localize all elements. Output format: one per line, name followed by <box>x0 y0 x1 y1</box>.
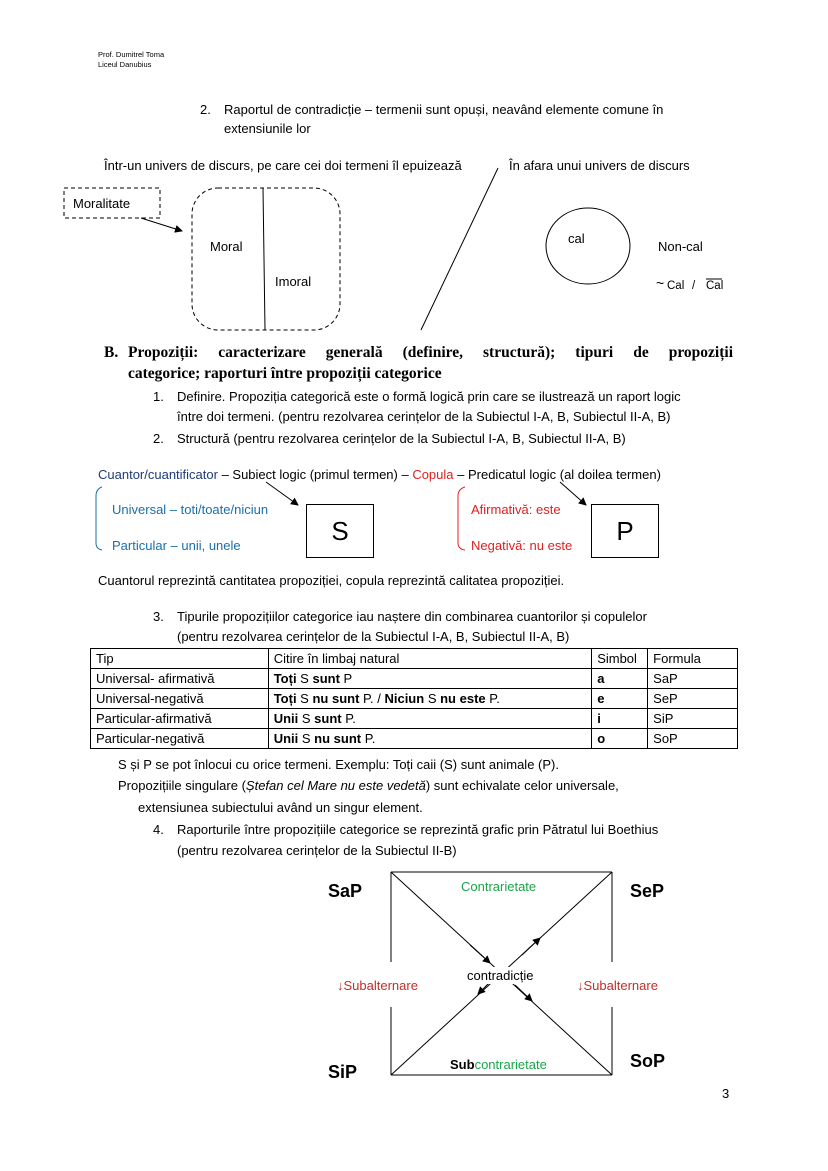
s-box: S <box>306 504 374 558</box>
row-simbol: a <box>591 668 649 689</box>
subalternare-right-label: ↓Subalternare <box>577 978 658 993</box>
neg-slash: / <box>692 280 696 292</box>
particular-label: Particular – unii, unele <box>112 538 241 553</box>
afirmativa-label: Afirmativă: este <box>471 502 561 517</box>
diag-arrow-1 <box>469 944 491 964</box>
header-citire: Citire în limbaj natural <box>267 648 593 669</box>
negativa-label: Negativă: nu este <box>471 538 573 553</box>
sectionB-letter: B. <box>104 344 119 361</box>
row-citire: Unii S nu sunt P. <box>267 728 593 749</box>
contrarietate-label: Contrarietate <box>461 879 537 894</box>
universe-right-caption: În afara unui univers de discurs <box>509 158 690 173</box>
moral-label: Moral <box>210 239 243 254</box>
header-simbol: Simbol <box>591 648 649 669</box>
square-number: 4. <box>153 822 164 837</box>
row-simbol: i <box>591 708 649 729</box>
types-number: 3. <box>153 609 164 624</box>
row-simbol: o <box>591 728 649 749</box>
section2-line1: Raportul de contradicție – termenii sunt… <box>224 102 664 117</box>
subalternare-left-label: ↓Subalternare <box>337 978 418 993</box>
sectionB-title-line2: categorice; raporturi între propoziții c… <box>128 365 442 382</box>
header-school: Liceul Danubius <box>98 60 152 69</box>
sectionB-title-line1: Propoziții: caracterizare generală (defi… <box>128 344 733 361</box>
row-formula: SoP <box>647 728 738 749</box>
table-header-row: Tip Citire în limbaj natural Simbol Form… <box>90 648 738 669</box>
moral-divider <box>262 187 266 331</box>
moralitate-label: Moralitate <box>73 196 131 211</box>
square-line1: Raporturile între propozițiile categoric… <box>177 822 659 837</box>
sap-label: SaP <box>328 881 363 901</box>
moral-region <box>191 187 341 331</box>
copula-label: Copula <box>412 467 454 482</box>
square-line2: (pentru rezolvarea cerințelor de la Subi… <box>177 843 457 858</box>
types-line1: Tipurile propozițiilor categorice iau na… <box>177 609 647 624</box>
universal-label: Universal – toti/toate/niciun <box>112 502 269 517</box>
row-tip: Universal-negativă <box>90 688 269 709</box>
diag-arrow-4 <box>514 984 533 1002</box>
quantifier-brace <box>95 486 103 551</box>
cuantor-label: Cuantor/cuantificator <box>98 467 218 482</box>
cal-label: cal <box>568 231 585 246</box>
structure-line: Cuantor/cuantificator – Subiect logic (p… <box>98 466 661 483</box>
predicate-arrow <box>559 481 587 506</box>
structure-dash1: – Subiect logic (primul termen) – <box>217 467 413 482</box>
page-number: 3 <box>722 1086 730 1101</box>
section2-number: 2. <box>200 102 211 117</box>
categorical-table: Tip Citire în limbaj natural Simbol Form… <box>90 648 738 749</box>
types-note3: extensiunea subiectului având un singur … <box>138 800 423 815</box>
row-simbol: e <box>591 688 649 709</box>
contradictie-label: contradicție <box>467 967 534 984</box>
row-tip: Particular-afirmativă <box>90 708 269 729</box>
subject-arrow <box>265 481 299 506</box>
row-formula: SaP <box>647 668 738 689</box>
moralitate-arrow <box>140 217 183 233</box>
structure-dash2: – Predicatul logic (al doilea termen) <box>453 467 661 482</box>
row-formula: SeP <box>647 688 738 709</box>
subcontrarietate-label: Subcontrarietate <box>450 1057 547 1072</box>
section2-line2: extensiunile lor <box>224 121 311 136</box>
tilde-sign: ~ <box>656 275 665 291</box>
universe-left-caption: Într-un univers de discurs, pe care cei … <box>104 158 462 173</box>
row-tip: Universal- afirmativă <box>90 668 269 689</box>
universe-separator <box>420 167 499 331</box>
row-formula: SiP <box>647 708 738 729</box>
neg-cal-label: Cal <box>667 280 685 292</box>
table-row: Universal-negativă Toți S nu sunt P. / N… <box>90 688 738 709</box>
types-note2: Propozițiile singulare (Ștefan cel Mare … <box>118 778 619 793</box>
row-citire: Unii S sunt P. <box>267 708 593 729</box>
cal-circle <box>545 207 631 285</box>
row-citire: Toți S sunt P <box>267 668 593 689</box>
types-line2: (pentru rezolvarea cerințelor de la Subi… <box>177 629 570 644</box>
item1-line2: între doi termeni. (pentru rezolvarea ce… <box>177 409 671 424</box>
item2-line1: Structură (pentru rezolvarea cerințelor … <box>177 431 626 446</box>
table-row: Universal- afirmativă Toți S sunt P a Sa… <box>90 668 738 689</box>
sip-label: SiP <box>328 1062 358 1082</box>
imoral-label: Imoral <box>275 274 312 289</box>
header-tip: Tip <box>90 648 269 669</box>
row-tip: Particular-negativă <box>90 728 269 749</box>
structure-summary: Cuantorul reprezintă cantitatea propoziț… <box>98 573 565 588</box>
p-box: P <box>591 504 659 558</box>
types-note1: S și P se pot înlocui cu orice termeni. … <box>118 757 559 772</box>
table-row: Particular-negativă Unii S nu sunt P. o … <box>90 728 738 749</box>
row-citire: Toți S nu sunt P. / Niciun S nu este P. <box>267 688 593 709</box>
non-cal-label: Non-cal <box>658 239 703 254</box>
sep-label: SeP <box>630 881 665 901</box>
neg-bar-cal-label: Cal <box>706 280 724 292</box>
header-formula: Formula <box>647 648 738 669</box>
diag-arrow-2 <box>521 937 541 956</box>
item1-number: 1. <box>153 389 164 404</box>
item1-line1: Definire. Propoziția categorică este o f… <box>177 389 681 404</box>
table-row: Particular-afirmativă Unii S sunt P. i S… <box>90 708 738 729</box>
sop-label: SoP <box>630 1051 666 1071</box>
header-author: Prof. Dumitrel Toma <box>98 50 165 59</box>
copula-brace <box>457 486 466 551</box>
item2-number: 2. <box>153 431 164 446</box>
